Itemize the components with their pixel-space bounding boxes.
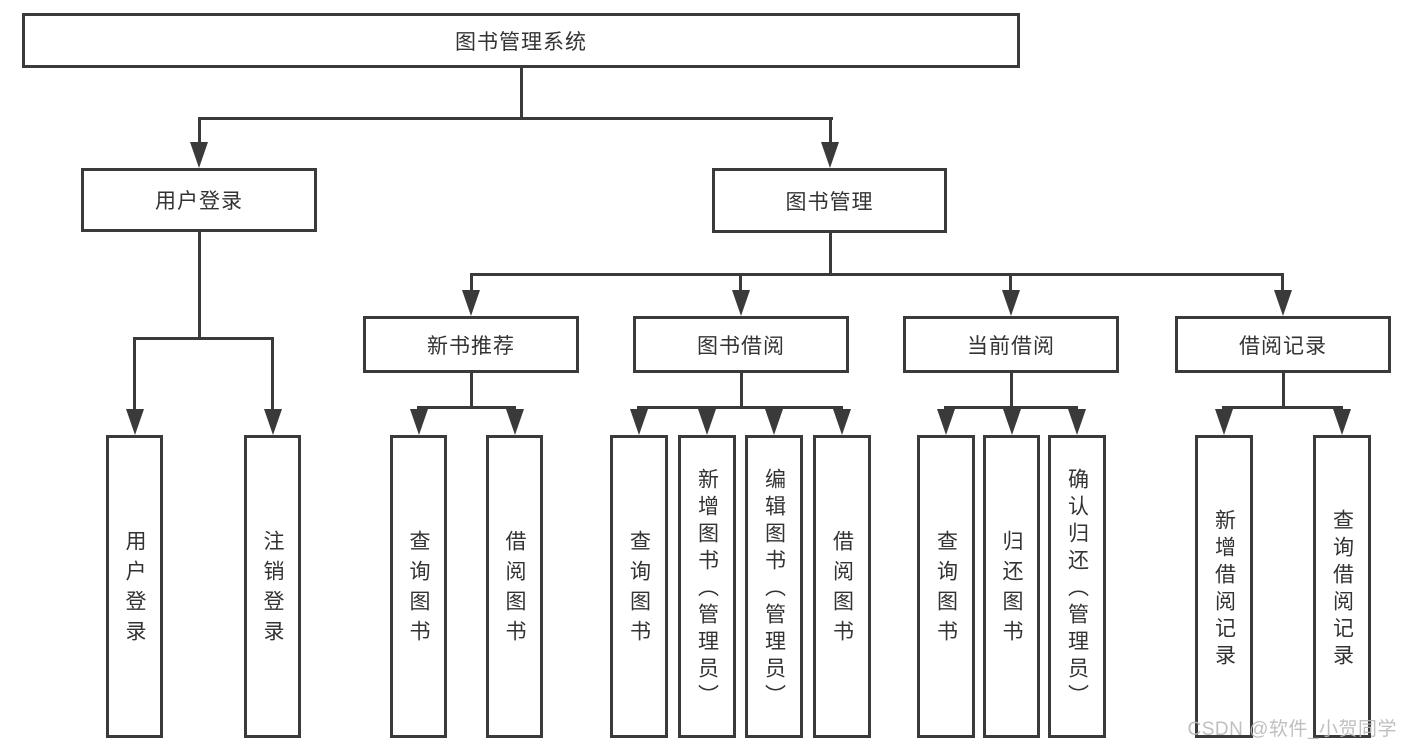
- connector-book-borrowing-drop: [739, 273, 742, 291]
- connector-logout-leaf-drop: [271, 337, 274, 410]
- connector-user-login-drop: [198, 117, 201, 143]
- connector-current-borrowing-stem: [1010, 373, 1013, 406]
- connector-current-borrowing-drop: [1009, 273, 1012, 291]
- leaf-user-login: 用户登录: [106, 435, 163, 738]
- connector-new-book-rail: [417, 406, 516, 409]
- leaf-confirm-return-admin: 确认归还（管理员）: [1048, 435, 1106, 738]
- node-library-management-system: 图书管理系统: [22, 13, 1020, 68]
- connector-user-login-stem: [198, 232, 201, 337]
- leaf-query-borrow-record: 查询借阅记录: [1313, 435, 1371, 738]
- arrowhead-confirm-return-admin: [1068, 409, 1086, 435]
- arrowhead-borrow-books-2: [833, 409, 851, 435]
- arrowhead-return-books: [1003, 409, 1021, 435]
- leaf-borrow-books-recommend: 借阅图书: [486, 435, 543, 738]
- node-book-management: 图书管理: [712, 168, 947, 233]
- node-borrowing-records: 借阅记录: [1175, 316, 1391, 373]
- arrowhead-book-management: [821, 142, 839, 168]
- arrowhead-add-borrow-record: [1215, 409, 1233, 435]
- arrowhead-borrow-books-1: [506, 409, 524, 435]
- arrowhead-borrowing-records: [1274, 290, 1292, 316]
- connector-new-book-stem: [470, 373, 473, 406]
- connector-book-management-stem: [829, 233, 832, 273]
- arrowhead-login-leaf: [126, 409, 144, 435]
- connector-book-borrowing-rail: [637, 406, 843, 409]
- node-current-borrowing: 当前借阅: [903, 316, 1119, 373]
- connector-level3-rail: [470, 273, 1284, 276]
- leaf-query-books-current: 查询图书: [917, 435, 975, 738]
- connector-borrowing-records-drop: [1281, 273, 1284, 291]
- leaf-return-books: 归还图书: [983, 435, 1040, 738]
- csdn-watermark: CSDN @软件_小贺同学: [1187, 719, 1397, 740]
- arrowhead-new-book-recommend: [462, 290, 480, 316]
- leaf-logout: 注销登录: [244, 435, 301, 738]
- arrowhead-edit-books-admin: [765, 409, 783, 435]
- connector-book-borrowing-stem: [740, 373, 743, 406]
- node-book-borrowing: 图书借阅: [633, 316, 849, 373]
- connector-root-stem: [520, 68, 523, 117]
- connector-borrowing-records-rail: [1222, 406, 1343, 409]
- node-user-login: 用户登录: [81, 168, 317, 232]
- leaf-borrow-books-borrowing: 借阅图书: [813, 435, 871, 738]
- leaf-add-books-admin: 新增图书（管理员）: [678, 435, 736, 738]
- connector-book-management-drop: [829, 117, 832, 143]
- arrowhead-current-borrowing: [1002, 290, 1020, 316]
- arrowhead-query-books-2: [630, 409, 648, 435]
- leaf-query-books-borrowing: 查询图书: [610, 435, 668, 738]
- connector-new-book-drop: [470, 273, 473, 291]
- connector-login-leaf-drop: [133, 337, 136, 410]
- leaf-edit-books-admin: 编辑图书（管理员）: [745, 435, 803, 738]
- arrowhead-user-login: [190, 142, 208, 168]
- connector-borrowing-records-stem: [1282, 373, 1285, 406]
- connector-level2-rail: [198, 117, 833, 120]
- arrowhead-query-borrow-record: [1333, 409, 1351, 435]
- leaf-query-books-recommend: 查询图书: [390, 435, 447, 738]
- leaf-add-borrow-record: 新增借阅记录: [1195, 435, 1253, 738]
- node-new-book-recommend: 新书推荐: [363, 316, 579, 373]
- arrowhead-add-books-admin: [698, 409, 716, 435]
- connector-user-login-rail: [133, 337, 274, 340]
- arrowhead-query-books-1: [410, 409, 428, 435]
- connector-current-borrowing-rail: [944, 406, 1078, 409]
- arrowhead-query-books-3: [937, 409, 955, 435]
- arrowhead-book-borrowing: [732, 290, 750, 316]
- arrowhead-logout-leaf: [264, 409, 282, 435]
